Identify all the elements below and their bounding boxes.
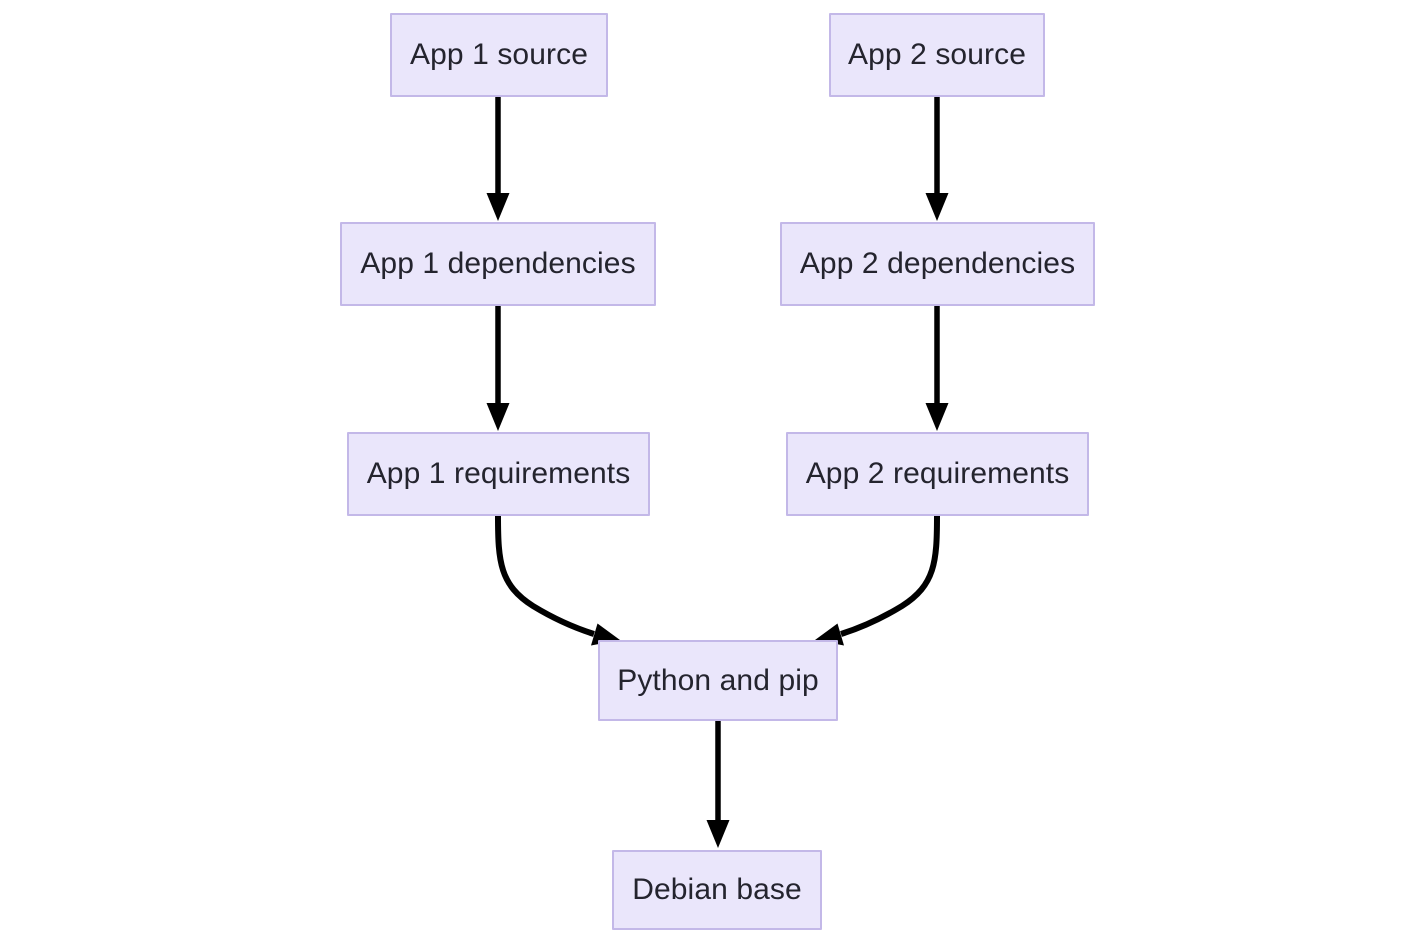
node-debian-base[interactable]: Debian base [612, 850, 822, 930]
edge-app1-dependencies-to-app1-requirements [486, 306, 510, 431]
node-app1-requirements[interactable]: App 1 requirements [347, 432, 650, 516]
edge-app2-source-to-app2-dependencies [925, 97, 949, 221]
node-app2-requirements[interactable]: App 2 requirements [786, 432, 1089, 516]
node-label: App 2 source [848, 38, 1026, 71]
edge-app2-dependencies-to-app2-requirements [925, 306, 949, 431]
edge-app1-source-to-app1-dependencies [486, 97, 510, 221]
node-label: App 2 dependencies [799, 247, 1076, 280]
node-label: App 1 requirements [366, 457, 631, 490]
node-app1-source[interactable]: App 1 source [390, 13, 608, 97]
edge-app2-requirements-to-python-and-pip [815, 515, 940, 646]
edge-python-and-pip-to-debian-base [706, 721, 730, 848]
node-label: App 1 dependencies [360, 247, 636, 280]
node-app2-source[interactable]: App 2 source [829, 13, 1045, 97]
node-python-and-pip[interactable]: Python and pip [598, 640, 838, 721]
edge-app1-requirements-to-python-and-pip [495, 515, 620, 646]
node-app2-dependencies[interactable]: App 2 dependencies [780, 222, 1095, 306]
node-label: App 2 requirements [805, 457, 1070, 490]
node-app1-dependencies[interactable]: App 1 dependencies [340, 222, 656, 306]
node-label: Debian base [632, 873, 802, 906]
node-label: App 1 source [410, 38, 588, 71]
node-label: Python and pip [617, 663, 819, 697]
